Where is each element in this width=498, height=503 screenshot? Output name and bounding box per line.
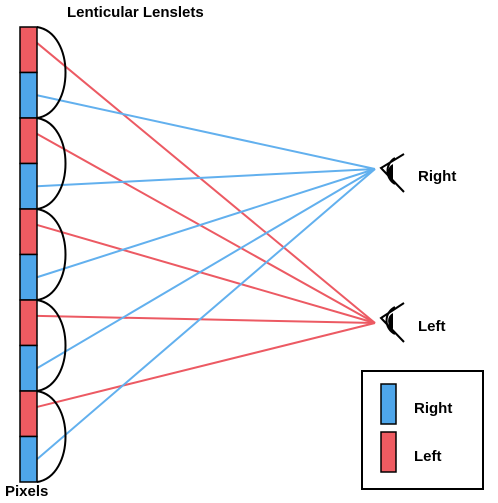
lenslets-title: Lenticular Lenslets (67, 4, 204, 21)
light-rays (36, 42, 376, 461)
pixel-right (19, 71, 38, 119)
ray-right (36, 168, 376, 370)
pixel-left (19, 390, 38, 438)
ray-right (36, 168, 376, 188)
eye-icon (379, 302, 405, 343)
pixel-left (19, 208, 38, 256)
ray-left (36, 314, 376, 324)
lenslet (36, 299, 67, 392)
legend-box (361, 370, 484, 490)
ray-right (36, 168, 376, 279)
legend-swatch-left (380, 431, 397, 473)
ray-left (36, 42, 376, 324)
legend: Right Left (361, 370, 484, 490)
pixel-left (19, 299, 38, 347)
lenslet (36, 390, 67, 483)
lenslet (36, 26, 67, 119)
ray-left (36, 133, 376, 324)
right-eye: Right (379, 153, 456, 193)
ray-left (36, 322, 376, 408)
legend-swatch-right (380, 383, 397, 425)
lenslet (36, 117, 67, 210)
pixel-strip (19, 26, 38, 483)
lenslet (36, 208, 67, 301)
legend-label-left: Left (414, 448, 442, 465)
pixel-right (19, 344, 38, 392)
pixel-left (19, 26, 38, 74)
right-eye-label: Right (418, 168, 456, 185)
ray-right (36, 94, 376, 170)
pixels-label: Pixels (5, 483, 48, 500)
pixel-right (19, 435, 38, 483)
eye-icon (379, 153, 405, 193)
pixel-right (19, 253, 38, 301)
left-eye: Left (379, 302, 446, 343)
pixel-left (19, 117, 38, 165)
left-eye-label: Left (418, 318, 446, 335)
legend-label-right: Right (414, 400, 452, 417)
lenslet-array (36, 26, 67, 483)
ray-left (36, 223, 376, 324)
ray-right (36, 168, 376, 461)
pixel-right (19, 162, 38, 210)
